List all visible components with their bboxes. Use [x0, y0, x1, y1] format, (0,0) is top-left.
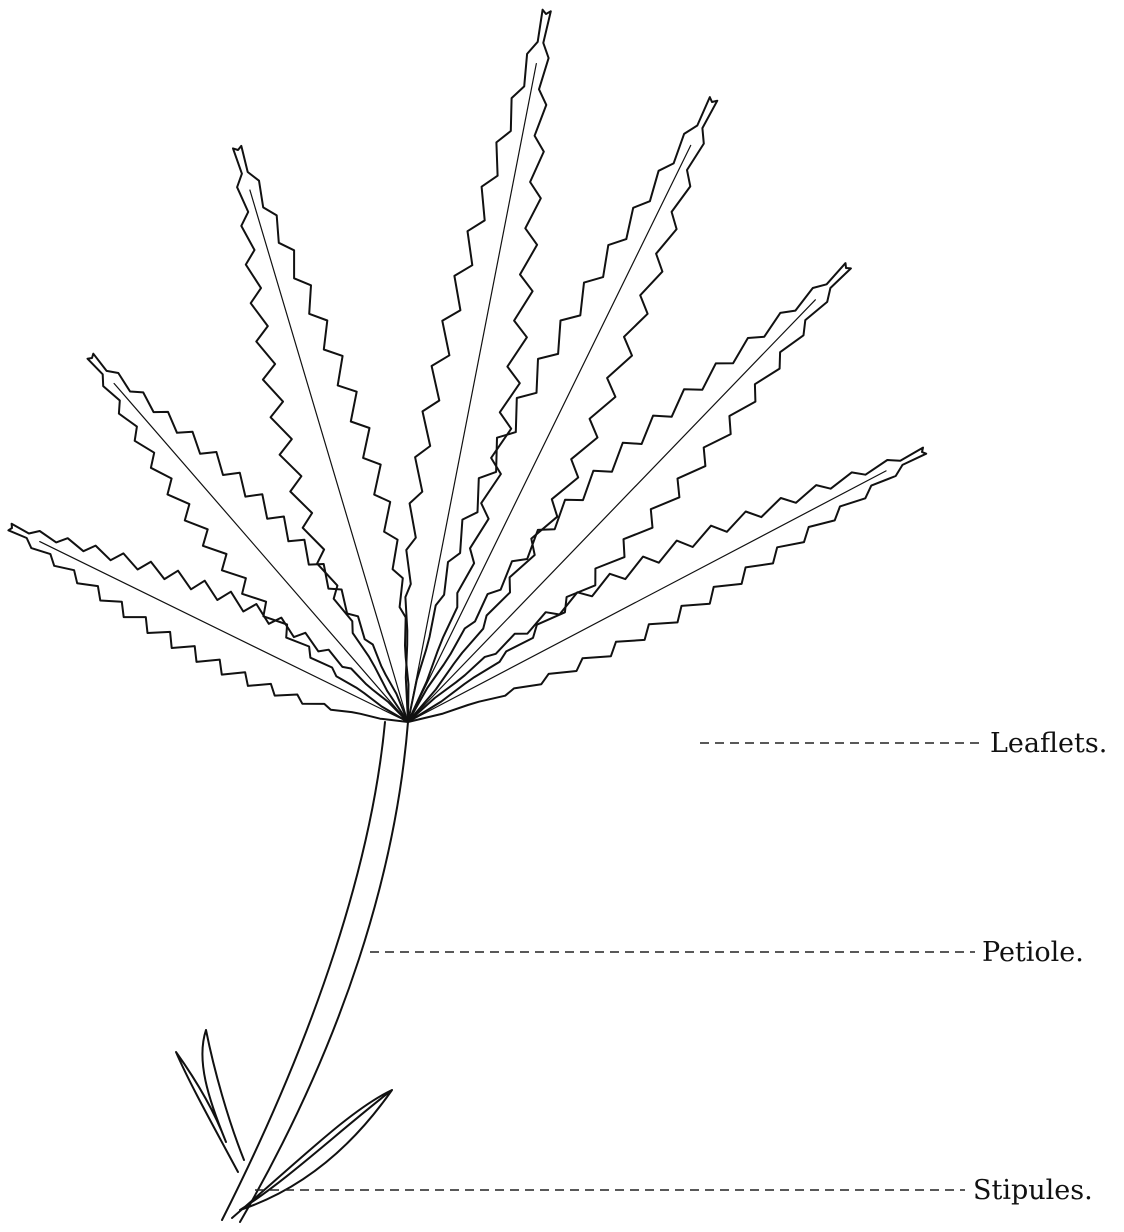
- leader-lines: [255, 743, 985, 1190]
- leaflet-midrib: [114, 383, 408, 722]
- stipules-label: Stipules.: [973, 1175, 1093, 1206]
- leaflet-midrib: [408, 145, 691, 722]
- leaf-drawing: [8, 10, 926, 1222]
- petiole-label: Petiole.: [982, 937, 1084, 968]
- leaflet-midrib: [250, 190, 408, 722]
- leaflet-midrib: [408, 471, 886, 722]
- stipules: [176, 1030, 392, 1218]
- leaflets: [8, 10, 926, 722]
- leaflets-label: Leaflets.: [990, 728, 1107, 759]
- leaflet-midrib: [408, 300, 815, 722]
- petiole: [222, 722, 408, 1222]
